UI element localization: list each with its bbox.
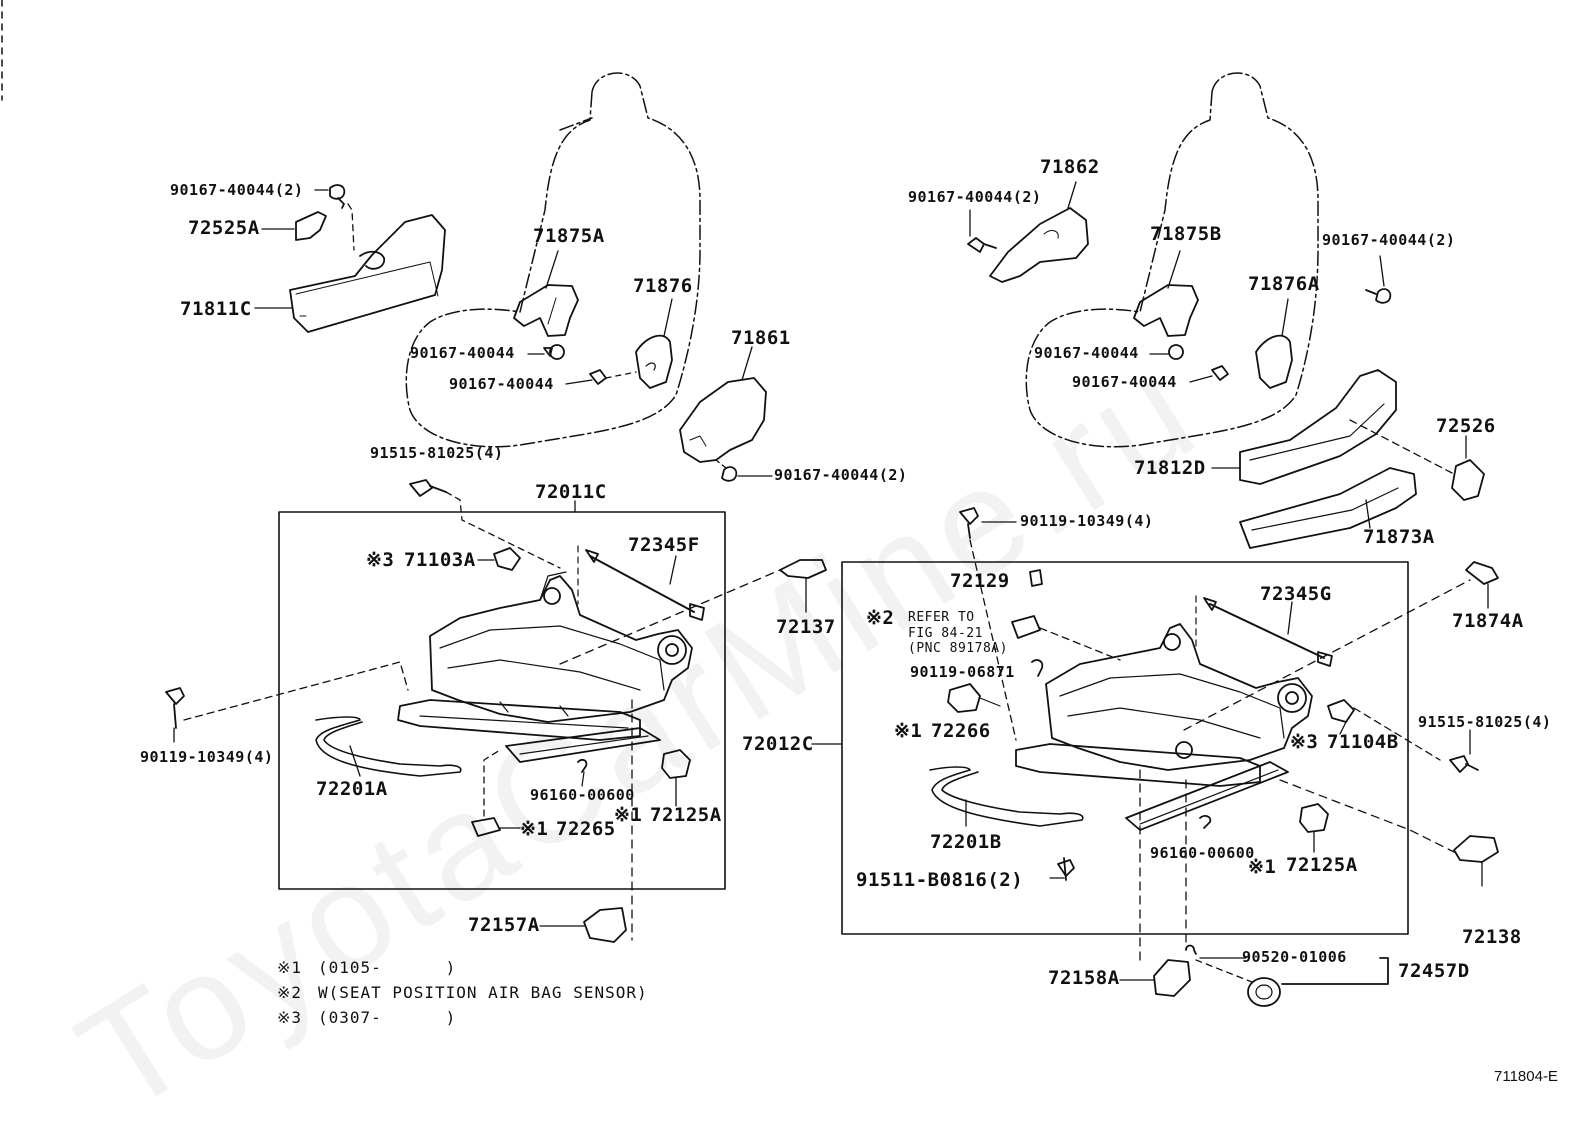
label-right-switch: 72266 bbox=[931, 720, 991, 742]
right-frame-box bbox=[841, 561, 1409, 935]
note-3-text: (0307- ) bbox=[318, 1008, 457, 1027]
label-left-wire: 72201A bbox=[316, 778, 388, 800]
right-seat-outline bbox=[1025, 72, 1319, 448]
label-right-sensor: 71104B bbox=[1327, 731, 1399, 753]
label-right-cap: 71874A bbox=[1452, 610, 1524, 632]
note-3-mark: ※3 bbox=[277, 1008, 303, 1027]
left-frame-box bbox=[278, 511, 726, 890]
right-shield-top bbox=[967, 181, 1089, 283]
left-outer-cover bbox=[679, 346, 773, 482]
label-left-sensor: 71103A bbox=[404, 549, 476, 571]
left-frame-parts bbox=[165, 479, 827, 943]
right-frame-parts bbox=[929, 507, 1499, 1007]
label-right-refer-line2: FIG 84-21 bbox=[908, 626, 983, 641]
label-right-pin: 90520-01006 bbox=[1242, 948, 1347, 966]
label-right-hinge-cover: 71875B bbox=[1150, 223, 1222, 245]
label-left-hinge-cover: 71875A bbox=[533, 225, 605, 247]
label-left-outer-cover-screw: 90167-40044(2) bbox=[774, 466, 908, 484]
parts-diagram bbox=[1, 0, 1499, 1007]
note-2-text: W(SEAT POSITION AIR BAG SENSOR) bbox=[318, 983, 648, 1002]
label-right-rod: 72345G bbox=[1260, 583, 1332, 605]
label-left-screw-b: 90167-40044 bbox=[449, 375, 554, 393]
label-right-frame: 72012C bbox=[742, 733, 814, 755]
label-right-knob: 72526 bbox=[1436, 415, 1496, 437]
label-right-screw-c: 90119-06871 bbox=[910, 663, 1015, 681]
label-right-bolt-side: 91515-81025(4) bbox=[1418, 713, 1552, 731]
label-left-switch: 72265 bbox=[556, 818, 616, 840]
label-right-screw-b: 90167-40044 bbox=[1072, 373, 1177, 391]
label-right-end-cover: 72158A bbox=[1048, 967, 1120, 989]
note-1-text: (0105- ) bbox=[318, 958, 457, 977]
label-right-bracket: 72125A bbox=[1286, 854, 1358, 876]
label-left-bolt-side: 90119-10349(4) bbox=[140, 748, 274, 766]
label-right-wire: 72201B bbox=[930, 831, 1002, 853]
label-right-clip-top: 72129 bbox=[950, 570, 1010, 592]
label-right-refer-line1: REFER TO bbox=[908, 610, 975, 625]
figure-id: 711804-E bbox=[1494, 1068, 1558, 1085]
label-left-frame: 72011C bbox=[535, 481, 607, 503]
label-left-rod: 72345F bbox=[628, 534, 700, 556]
label-right-sensor-mark: ※3 bbox=[1290, 731, 1319, 753]
label-right-frame-bolt: 90119-10349(4) bbox=[1020, 512, 1154, 530]
note-1-mark: ※1 bbox=[277, 958, 303, 977]
label-left-screw-a: 90167-40044 bbox=[410, 344, 515, 362]
label-right-bolt-bottom: 91511-B0816(2) bbox=[856, 869, 1024, 891]
label-right-side-bolt: 90167-40044(2) bbox=[1322, 231, 1456, 249]
label-left-switch-mark: ※1 bbox=[520, 818, 549, 840]
label-right-screw-a: 90167-40044 bbox=[1034, 344, 1139, 362]
label-left-sensor-mark: ※3 bbox=[366, 549, 395, 571]
note-2-mark: ※2 bbox=[277, 983, 303, 1002]
label-right-refer-line3: (PNC 89178A) bbox=[908, 641, 1008, 656]
label-left-bolt-top: 90167-40044(2) bbox=[170, 181, 304, 199]
label-right-clip: 96160-00600 bbox=[1150, 844, 1255, 862]
label-left-cap: 72137 bbox=[776, 616, 836, 638]
label-left-shield: 71811C bbox=[180, 298, 252, 320]
label-right-bolt-top: 90167-40044(2) bbox=[908, 188, 1042, 206]
right-side-shields bbox=[1211, 369, 1485, 549]
label-left-bracket-mark: ※1 bbox=[614, 804, 643, 826]
label-right-switch-mark: ※1 bbox=[894, 720, 923, 742]
left-seat-outline bbox=[405, 72, 701, 448]
label-left-bracket: 72125A bbox=[650, 804, 722, 826]
label-right-shield-top: 71862 bbox=[1040, 156, 1100, 178]
label-left-end-cover: 72157A bbox=[468, 914, 540, 936]
label-right-shield: 71812D bbox=[1134, 457, 1206, 479]
label-left-frame-bolt: 91515-81025(4) bbox=[370, 444, 504, 462]
label-left-outer-cover: 71861 bbox=[731, 327, 791, 349]
label-right-end-cap: 72138 bbox=[1462, 926, 1522, 948]
label-right-shield-lower: 71873A bbox=[1363, 526, 1435, 548]
left-shield-group bbox=[254, 184, 446, 333]
label-right-bracket-mark: ※1 bbox=[1248, 856, 1277, 878]
label-left-hinge-cover-2: 71876 bbox=[633, 275, 693, 297]
label-right-set: 72457D bbox=[1398, 960, 1470, 982]
label-right-note-mark: ※2 bbox=[866, 607, 895, 629]
label-left-clip: 96160-00600 bbox=[530, 786, 635, 804]
right-hinge-covers bbox=[1133, 250, 1392, 389]
left-hinge-covers bbox=[513, 250, 673, 389]
label-right-hinge-cover-2: 71876A bbox=[1248, 273, 1320, 295]
label-left-cover-small: 72525A bbox=[188, 217, 260, 239]
